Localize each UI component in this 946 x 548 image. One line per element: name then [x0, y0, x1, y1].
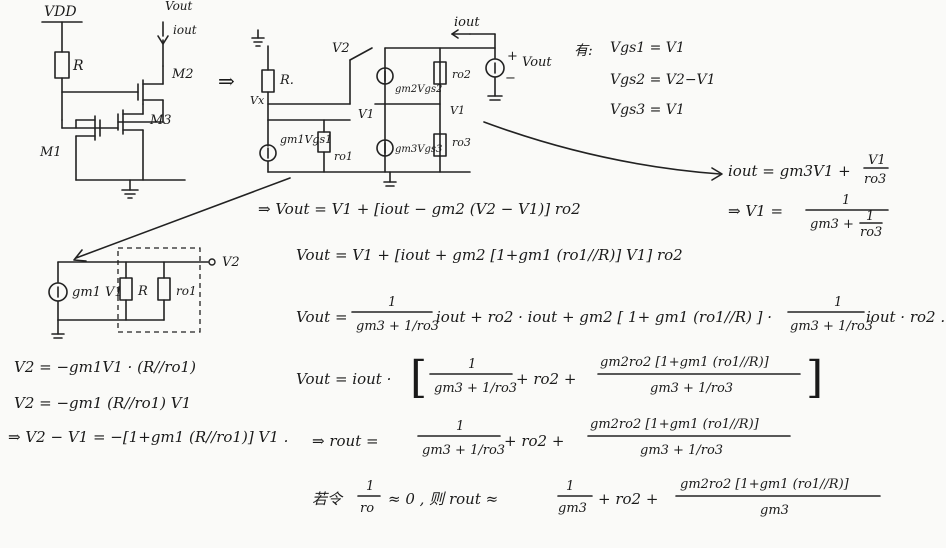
deriv-line5-lhs: ⇒ rout =: [312, 432, 379, 450]
deriv-line6-prefix: 若令: [312, 490, 344, 508]
deriv-line5-num2: gm2ro2 [1+gm1 (ro1//R)]: [590, 417, 760, 432]
v2-eq-line2: V2 = −gm1 (R//ro1) V1: [14, 394, 191, 412]
iout-arrow-label: iout: [173, 23, 197, 37]
v1-eq-num: 1: [842, 193, 850, 208]
deriv-line6-num: 1: [366, 479, 374, 494]
deriv-line6-den: ro: [360, 501, 374, 516]
deriv-line4-lhs: Vout = iout ·: [296, 370, 391, 388]
iout-label: iout: [454, 15, 480, 30]
v1-right-label: V1: [450, 104, 465, 117]
deriv-line4-den2: gm3 + 1/ro3: [650, 381, 733, 396]
deriv-line5-den2: gm3 + 1/ro3: [640, 443, 723, 458]
deriv-line6-num3: gm2ro2 [1+gm1 (ro1//R)]: [680, 477, 850, 492]
r-label: R.: [279, 73, 294, 88]
v2-equations: V2 = −gm1V1 · (R//ro1) V2 = −gm1 (R//ro1…: [8, 358, 288, 446]
ro1-label: ro1: [334, 150, 353, 163]
sub-circuit: V2 gm1 V1 R ro1: [48, 247, 240, 339]
deriv-line3-num: 1: [388, 295, 396, 310]
deriv-line4-num2: gm2ro2 [1+gm1 (ro1//R)]: [600, 355, 770, 370]
resistor-r: [54, 51, 70, 79]
plus-sign: +: [507, 49, 518, 64]
small-signal-circuit: ⇒ R. Vx V2 V1 gm1Vgs1 ro1 gm2Vgs2: [218, 15, 552, 187]
deriv-line2: Vout = V1 + [iout + gm2 [1+gm1 (ro1//R)]…: [296, 246, 683, 264]
deriv-line5-mid: + ro2 +: [504, 432, 564, 450]
gm2-vgs2-label: gm2Vgs2: [395, 84, 442, 95]
deriv-line3-den2: gm3 + 1/ro3: [790, 319, 873, 334]
resistor-r-label: R: [72, 58, 84, 74]
vdd-label: VDD: [44, 4, 77, 20]
v1-eq-den-den: ro3: [860, 225, 882, 240]
sub-ro1-label: ro1: [176, 284, 197, 298]
deriv-line4-lbracket: [: [410, 352, 427, 403]
gm2-current-source: [376, 67, 394, 85]
v2-eq-line3: ⇒ V2 − V1 = −[1+gm1 (R//ro1)] V1 .: [8, 428, 288, 446]
deriv-line4-rbracket: ]: [806, 352, 823, 403]
vgs3-note: Vgs3 = V1: [610, 102, 685, 118]
m3-label: M3: [149, 113, 172, 128]
sub-v2-label: V2: [222, 255, 240, 270]
arrow-to-iout-eq: [483, 121, 721, 175]
vgs-notes: 有: Vgs1 = V1 Vgs2 = V2−V1 Vgs3 = V1: [574, 40, 716, 118]
gm3-current-source: [376, 139, 394, 157]
ro2-label: ro2: [452, 68, 471, 81]
ro3-resistor: [433, 133, 447, 157]
deriv-line4-den: gm3 + 1/ro3: [434, 381, 517, 396]
deriv-line5-den: gm3 + 1/ro3: [422, 443, 505, 458]
notes-prefix: 有:: [574, 43, 593, 59]
deriv-line3-tail: iout · ro2 .: [866, 308, 945, 326]
deriv-line6-mid: ≈ 0 , 则 rout ≈: [388, 490, 498, 508]
arrow-to-subcircuit: [75, 177, 291, 259]
m1-label: M1: [39, 145, 62, 160]
deriv-line1: ⇒ Vout = V1 + [iout − gm2 (V2 − V1)] ro2: [258, 200, 581, 218]
v1-eq-den-a: gm3 +: [810, 217, 854, 232]
vgs1-note: Vgs1 = V1: [610, 40, 685, 56]
ro3-label: ro3: [452, 136, 471, 149]
iout-eq-den: ro3: [864, 172, 886, 187]
v1-equation: ⇒ V1 = 1 gm3 + 1 ro3: [728, 193, 889, 240]
v2-label: V2: [332, 41, 350, 56]
sub-gm1-label: gm1 V1: [72, 285, 123, 300]
deriv-line3-mid: iout + ro2 · iout + gm2 [ 1+ gm1 (ro1//R…: [436, 308, 772, 326]
vout-source-label: Vout: [522, 55, 552, 70]
deriv-line6-den2: gm3: [558, 501, 587, 516]
implies-arrow: ⇒: [218, 69, 235, 93]
transistor-schematic: VDD R Vout iout M2 M3 M1: [39, 0, 197, 199]
deriv-line6-den3: gm3: [760, 503, 789, 518]
vout-label: Vout: [165, 0, 193, 13]
m2-label: M2: [171, 67, 194, 82]
deriv-line6-num2: 1: [566, 479, 574, 494]
deriv-line3-lhs: Vout =: [296, 308, 348, 326]
gm1-vgs1-label: gm1Vgs1: [280, 133, 332, 146]
iout-eq-num: V1: [868, 153, 886, 168]
resistor-r-small-signal: [261, 69, 275, 93]
v2-eq-line1: V2 = −gm1V1 · (R//ro1): [14, 358, 196, 376]
deriv-line3-num2: 1: [834, 295, 842, 310]
deriv-line3-den: gm3 + 1/ro3: [356, 319, 439, 334]
vgs2-note: Vgs2 = V2−V1: [610, 72, 716, 88]
deriv-line6-mid2: + ro2 +: [598, 490, 658, 508]
iout-eq-lhs: iout = gm3V1 +: [728, 162, 851, 180]
sub-dashed-box: [117, 247, 201, 333]
deriv-line5-num: 1: [456, 419, 464, 434]
sub-r-label: R: [137, 284, 148, 299]
vx-label: Vx: [250, 94, 265, 107]
minus-sign: −: [505, 71, 516, 86]
gm3-vgs3-label: gm3Vgs3: [395, 144, 442, 155]
deriv-line4-mid: + ro2 +: [516, 370, 576, 388]
deriv-line4-num: 1: [468, 357, 476, 372]
main-derivation: ⇒ Vout = V1 + [iout − gm2 (V2 − V1)] ro2…: [258, 200, 945, 518]
sub-ro1-resistor: [157, 277, 171, 301]
v1-eq-lhs: ⇒ V1 =: [728, 202, 783, 220]
v1-label: V1: [358, 107, 374, 121]
ro2-resistor: [433, 61, 447, 85]
v1-eq-den-num: 1: [866, 209, 874, 224]
iout-equation: iout = gm3V1 + V1 ro3: [728, 153, 889, 187]
